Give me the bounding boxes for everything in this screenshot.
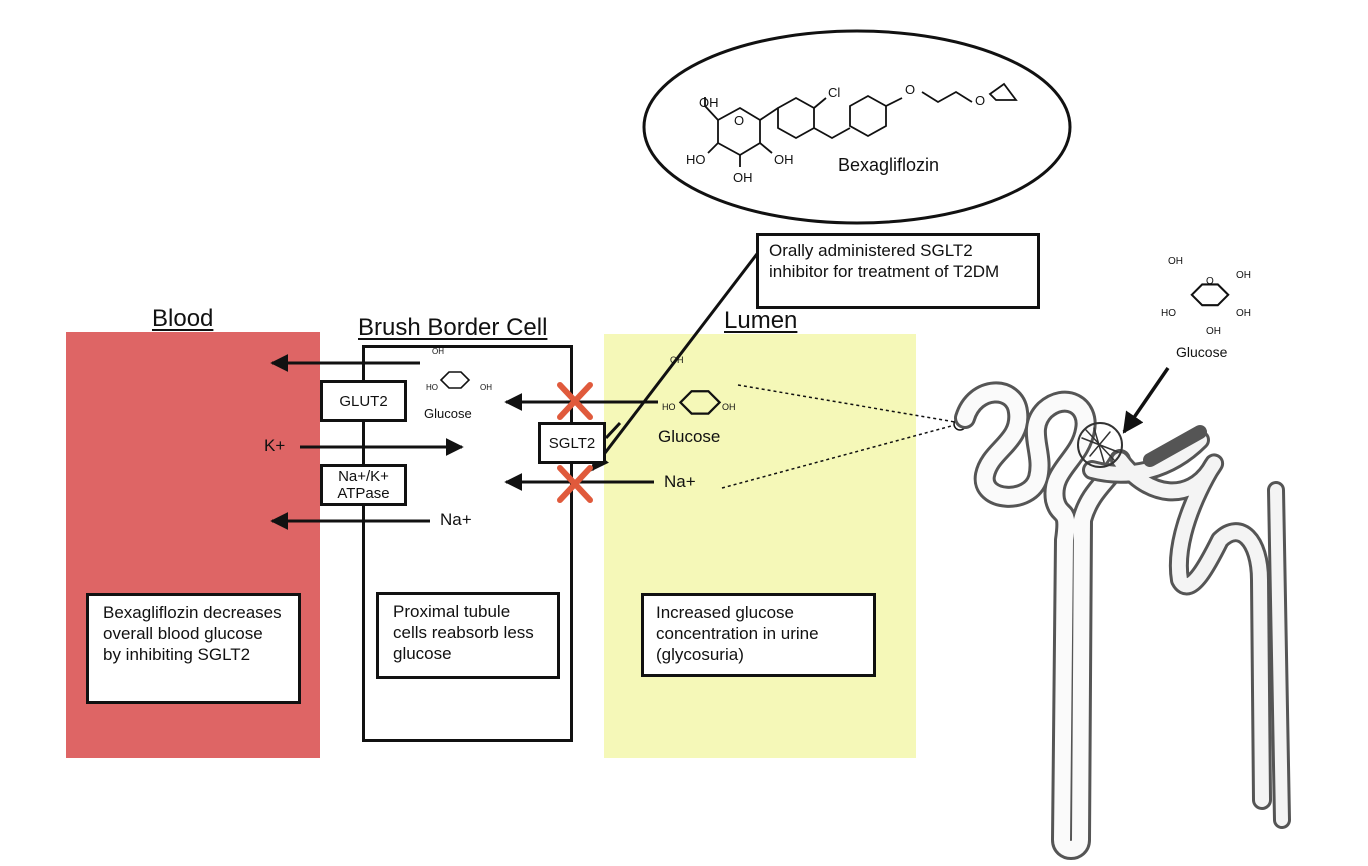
- brush-border-cell: [362, 345, 573, 742]
- drug-target-arrow-tip: [604, 421, 622, 440]
- nephron-ring-oh-right: OH: [1236, 270, 1251, 281]
- atom-oh-2: OH: [733, 170, 753, 185]
- nephron-ring-oh: OH: [1236, 308, 1251, 319]
- nephron-ring-o: O: [1206, 276, 1214, 287]
- lumen-ring-oh: OH: [722, 402, 736, 412]
- lumen-ring-oh-top: OH: [670, 355, 684, 365]
- cell-heading: Brush Border Cell: [358, 314, 548, 341]
- drug-ellipse: [642, 29, 1072, 225]
- atom-ether-o-2: O: [975, 93, 986, 108]
- atom-oh-1: OH: [699, 95, 719, 110]
- nephron-ring-oh-top: OH: [1168, 256, 1183, 267]
- glucose-filtration-arrow: [1122, 367, 1170, 434]
- blood-note: Bexagliflozin decreases overall blood gl…: [86, 593, 301, 704]
- glucose-label-lumen: Glucose: [658, 427, 721, 446]
- k-ion-label: K+: [264, 436, 286, 455]
- lumen-note: Increased glucose concentration in urine…: [641, 593, 876, 677]
- atom-ether-o-1: O: [905, 82, 916, 97]
- nephron-ring-oh-bottom: OH: [1206, 326, 1221, 337]
- atom-oh-3: OH: [774, 152, 794, 167]
- drug-name: Bexagliflozin: [838, 155, 940, 175]
- na-ion-label-lumen: Na+: [664, 472, 696, 491]
- glucose-structure-cell: [440, 371, 470, 389]
- bexagliflozin-structure: [704, 82, 1018, 167]
- glucose-inhibition-x: [557, 382, 593, 420]
- atom-cl: Cl: [828, 85, 841, 100]
- na-inhibition-x: [557, 465, 593, 503]
- glucose-structure-lumen: [679, 390, 721, 415]
- info-box: Orally administered SGLT2 inhibitor for …: [756, 233, 1040, 309]
- cell-note: Proximal tubule cells reabsorb less gluc…: [376, 592, 560, 679]
- glucose-structure-nephron: [1190, 283, 1230, 307]
- lumen-heading: Lumen: [724, 307, 798, 334]
- na-k-atpase-pump: Na+/K+ ATPase: [320, 464, 407, 506]
- sglt2-transporter: SGLT2: [538, 422, 606, 464]
- atom-ho: HO: [686, 152, 706, 167]
- dotted-line-glucose: [737, 384, 956, 423]
- na-ion-label-cell: Na+: [440, 510, 472, 529]
- cell-ring-oh-top: OH: [432, 347, 444, 356]
- glucose-label-cell: Glucose: [424, 406, 472, 421]
- cell-ring-oh: OH: [480, 383, 492, 392]
- blood-heading: Blood: [152, 305, 214, 332]
- nephron-illustration: [954, 381, 1291, 860]
- lumen-region: [604, 334, 916, 758]
- atom-ring-o: O: [734, 113, 745, 128]
- cell-ring-ho: HO: [426, 383, 438, 392]
- lumen-ring-ho: HO: [662, 402, 676, 412]
- glucose-label-nephron: Glucose: [1176, 344, 1228, 360]
- drug-target-arrow: [590, 249, 762, 472]
- glut2-transporter: GLUT2: [320, 380, 407, 422]
- dotted-line-na: [721, 424, 956, 489]
- nephron-ring-ho: HO: [1161, 308, 1176, 319]
